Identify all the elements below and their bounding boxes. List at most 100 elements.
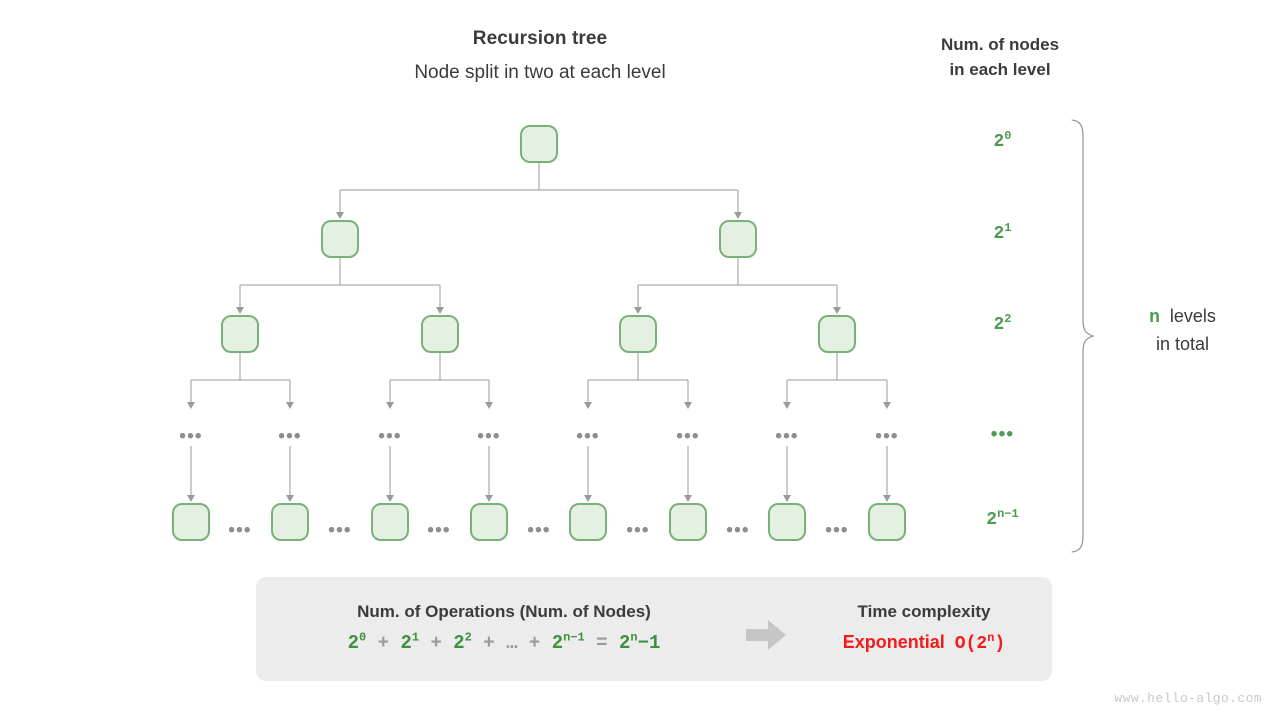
tree-ellipsis: ••• xyxy=(576,426,600,447)
edge-arrow xyxy=(435,307,444,314)
edge-arrow xyxy=(484,402,493,409)
edge-arrow xyxy=(683,495,692,502)
level-count-base: 2 xyxy=(993,132,1005,152)
level-count-label-last: 2n−1 xyxy=(955,507,1050,530)
formula-term-5: 2 xyxy=(551,632,564,654)
formula-exp-5: n−1 xyxy=(563,630,585,645)
tree-ellipsis: ••• xyxy=(676,426,700,447)
levels-note: n levels in total xyxy=(1100,303,1265,357)
levels-note-line2: in total xyxy=(1155,334,1210,354)
formula-op-2: + xyxy=(430,632,442,654)
edge-arrow xyxy=(285,495,294,502)
tree-node[interactable] xyxy=(421,315,459,353)
complexity-value: Exponential O(2n) xyxy=(796,632,1052,654)
tree-ellipsis: ••• xyxy=(626,520,650,541)
tree-node[interactable] xyxy=(669,503,707,541)
formula-exp-1: 0 xyxy=(359,630,367,645)
complexity-caption: Time complexity xyxy=(857,602,991,621)
levels-note-text1: levels xyxy=(1169,306,1216,326)
formula-term-3: 2 xyxy=(453,632,465,654)
edge-arrow xyxy=(583,402,592,409)
edge-arrow xyxy=(335,212,344,219)
bigo-prefix: O(2 xyxy=(954,634,988,654)
edge-arrow xyxy=(484,495,493,502)
tree-ellipsis: ••• xyxy=(328,520,352,541)
level-count-exponent: 0 xyxy=(1004,129,1012,143)
tree-node[interactable] xyxy=(321,220,359,258)
tree-ellipsis: ••• xyxy=(825,520,849,541)
tree-node[interactable] xyxy=(221,315,259,353)
tree-node[interactable] xyxy=(520,125,558,163)
edge-arrow xyxy=(285,402,294,409)
formula-exp-6: n xyxy=(630,630,638,645)
column-heading: Num. of nodes in each level xyxy=(900,32,1100,82)
bigo-exponent: n xyxy=(987,631,995,645)
tree-ellipsis: ••• xyxy=(477,426,501,447)
levels-brace xyxy=(1071,119,1095,553)
edge-arrow xyxy=(683,402,692,409)
tree-node[interactable] xyxy=(172,503,210,541)
edge-arrow xyxy=(782,495,791,502)
level-count-base: 2 xyxy=(986,510,998,530)
edge-arrow xyxy=(633,307,642,314)
edge-arrow xyxy=(385,402,394,409)
complexity-word: Exponential xyxy=(842,632,945,652)
tree-node[interactable] xyxy=(719,220,757,258)
watermark: www.hello-algo.com xyxy=(1114,691,1262,706)
tree-ellipsis: ••• xyxy=(228,520,252,541)
formula-op-3: + xyxy=(483,632,495,654)
level-count-label-1: 21 xyxy=(955,222,1050,244)
tree-node[interactable] xyxy=(868,503,906,541)
level-count-label-0: 20 xyxy=(955,129,1050,152)
level-count-label-ellipsis: ••• xyxy=(990,424,1015,445)
page-title: Recursion tree xyxy=(472,28,608,49)
tree-ellipsis: ••• xyxy=(278,426,302,447)
tree-node[interactable] xyxy=(818,315,856,353)
formula-op-1: + xyxy=(377,632,390,654)
edge-arrow xyxy=(186,495,195,502)
tree-ellipsis: ••• xyxy=(527,520,551,541)
tree-node[interactable] xyxy=(768,503,806,541)
edge-arrow xyxy=(782,402,791,409)
formula-tail: −1 xyxy=(637,632,661,654)
edge-arrow xyxy=(235,307,244,314)
edge-arrow xyxy=(733,212,742,219)
tree-node[interactable] xyxy=(371,503,409,541)
tree-ellipsis: ••• xyxy=(775,426,799,447)
tree-node[interactable] xyxy=(619,315,657,353)
tree-ellipsis: ••• xyxy=(875,426,899,447)
edge-arrow xyxy=(385,495,394,502)
column-heading-line2: in each level xyxy=(949,60,1051,79)
edge-arrow xyxy=(882,495,891,502)
operations-caption: Num. of Operations (Num. of Nodes) xyxy=(357,602,651,621)
formula-exp-2: 1 xyxy=(411,630,420,645)
level-count-base: 2 xyxy=(993,315,1005,335)
edge-arrow xyxy=(186,402,195,409)
edge-arrow xyxy=(583,495,592,502)
column-heading-line1: Num. of nodes xyxy=(940,35,1060,54)
tree-ellipsis: ••• xyxy=(179,426,203,447)
complexity-bigo: O(2n) xyxy=(954,631,1006,654)
level-count-label-2: 22 xyxy=(955,313,1050,335)
edge-arrow xyxy=(882,402,891,409)
level-count-exponent: n−1 xyxy=(997,507,1019,521)
tree-node[interactable] xyxy=(271,503,309,541)
formula-op-4: + xyxy=(528,632,541,654)
formula-term-6: 2 xyxy=(618,632,631,654)
tree-ellipsis: ••• xyxy=(378,426,402,447)
formula-equals: = xyxy=(596,632,608,654)
levels-variable: n xyxy=(1149,308,1160,328)
tree-node[interactable] xyxy=(470,503,508,541)
level-count-base: 2 xyxy=(993,224,1005,244)
bigo-suffix: ) xyxy=(994,634,1006,654)
formula-ellipsis: … xyxy=(506,632,518,654)
levels-note-line1: n levels xyxy=(1100,303,1265,331)
edge-arrow xyxy=(832,307,841,314)
tree-node[interactable] xyxy=(569,503,607,541)
page-subtitle: Node split in two at each level xyxy=(414,62,666,83)
summary-panel xyxy=(256,577,1052,681)
summary-complexity: Time complexity Exponential O(2n) xyxy=(796,602,1052,654)
tree-ellipsis: ••• xyxy=(427,520,451,541)
arrow-right-icon xyxy=(746,620,786,650)
